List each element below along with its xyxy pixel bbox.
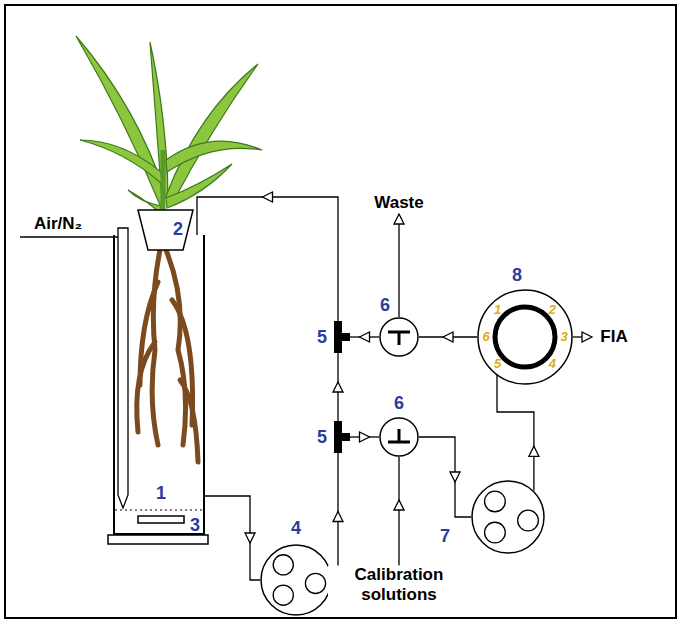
port-number: 6 <box>482 330 489 345</box>
tubing-connector <box>419 332 477 342</box>
arrowhead <box>245 533 255 543</box>
roots <box>137 250 198 462</box>
callout-number: 7 <box>440 526 450 547</box>
callout-number: 6 <box>394 393 404 414</box>
arrowhead <box>360 332 370 342</box>
plant-leaves <box>76 36 262 214</box>
port-number: 1 <box>494 302 501 317</box>
tubing-line <box>497 375 534 491</box>
arrowhead <box>443 332 453 342</box>
tubing-connector <box>350 432 379 442</box>
tubing-line <box>205 496 260 580</box>
plant-stem <box>161 150 166 212</box>
t-connector-shape <box>334 321 350 353</box>
outlet-label: FIA <box>599 327 628 347</box>
three-way-valve: 6 <box>379 417 419 457</box>
arrowhead <box>263 192 273 202</box>
callout-number: 8 <box>512 265 522 286</box>
tubing-connector <box>350 332 379 342</box>
peristaltic-pump-shape <box>471 480 545 554</box>
injection-valve-shape <box>477 289 573 385</box>
port-number: 4 <box>549 357 556 372</box>
port-number: 3 <box>560 330 567 345</box>
inlet-label: Calibration solutions <box>328 565 470 604</box>
three-way-valve-shape <box>379 417 419 457</box>
stopper <box>138 210 193 250</box>
gas-label: Air/N₂ <box>33 214 83 234</box>
tubing-line <box>419 437 471 517</box>
callout-number: 3 <box>190 515 200 536</box>
three-way-valve: 6 <box>379 317 419 357</box>
callout-number: 6 <box>380 295 390 316</box>
arrowhead <box>333 382 343 392</box>
callout-number: 1 <box>156 483 166 504</box>
tubing-connector <box>332 453 343 580</box>
callout-number: 2 <box>173 219 183 240</box>
arrowhead <box>360 432 370 442</box>
vessel: 1 <box>113 235 205 535</box>
gas-line <box>20 236 118 237</box>
tubing-connector <box>205 496 260 580</box>
arrowhead <box>529 446 539 456</box>
stirrer-plate <box>108 535 208 544</box>
waste-outlet <box>394 214 404 317</box>
tubing-line <box>197 197 338 321</box>
three-way-valve-shape <box>379 317 419 357</box>
mesh-line <box>115 509 203 510</box>
callout-number: 5 <box>317 327 327 348</box>
calibration-inlet <box>394 457 404 566</box>
port-number: 5 <box>494 357 501 372</box>
outlet-label: Waste <box>373 193 424 213</box>
callout-number: 4 <box>291 518 301 539</box>
tubing-connector <box>197 192 338 321</box>
port-number: 2 <box>549 302 556 317</box>
figure-frame <box>4 4 677 619</box>
injection-valve: 8123456 <box>477 289 573 385</box>
tubing-connector <box>333 353 343 421</box>
fia-outlet <box>573 332 592 342</box>
peristaltic-pump-shape <box>260 544 332 616</box>
tubing-connector <box>419 437 471 517</box>
t-connector: 5 <box>334 321 350 353</box>
callout-number: 5 <box>317 427 327 448</box>
arrowhead <box>333 512 343 522</box>
gas-tube <box>118 228 128 508</box>
t-connector: 5 <box>334 421 350 453</box>
stirrer-bar <box>138 516 184 523</box>
t-connector-shape <box>334 421 350 453</box>
peristaltic-pump: 4 <box>260 544 332 616</box>
peristaltic-pump: 7 <box>471 480 545 554</box>
arrowhead <box>450 472 460 482</box>
tubing-connector <box>497 375 539 491</box>
